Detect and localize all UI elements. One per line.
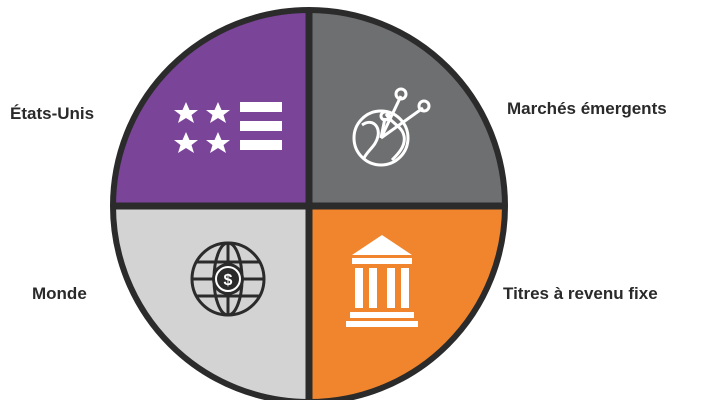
segment-emerging-markets bbox=[309, 10, 505, 206]
label-emerging-markets: Marchés émergents bbox=[507, 99, 667, 118]
label-fixed-income: Titres à revenu fixe bbox=[503, 284, 658, 303]
svg-text:$: $ bbox=[224, 272, 233, 289]
label-world: Monde bbox=[32, 284, 87, 303]
globe-network-icon bbox=[352, 87, 431, 167]
label-us: États-Unis bbox=[10, 104, 95, 123]
dollar-globe-icon: $ bbox=[190, 241, 266, 317]
stars-and-stripes-icon bbox=[174, 102, 282, 153]
segment-world bbox=[113, 206, 309, 402]
segment-us bbox=[113, 10, 309, 206]
bank-building-icon bbox=[346, 235, 418, 327]
